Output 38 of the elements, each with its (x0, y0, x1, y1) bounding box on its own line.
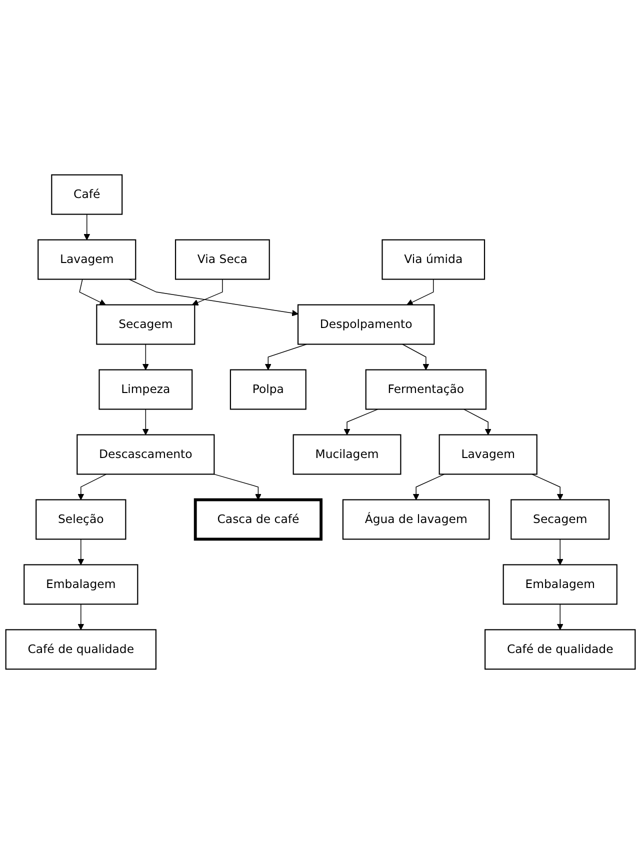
node-box: Casca de café (194, 498, 323, 541)
arrow (128, 278, 298, 316)
node-box: Café de qualidade (5, 629, 156, 670)
arrow (84, 214, 90, 240)
node-box: Via Seca (174, 239, 270, 280)
node-box: Despolpamento (297, 304, 435, 345)
node-box: Embalagem (502, 564, 618, 605)
node-box: Lavagem (438, 434, 538, 475)
arrow (463, 408, 492, 436)
node-box: Seleção (36, 499, 126, 540)
arrow (79, 278, 106, 306)
node-box: Via úmida (382, 239, 486, 280)
arrow (406, 278, 434, 306)
arrow (531, 474, 564, 500)
node-box: Mucilagem (292, 434, 402, 475)
arrow (556, 604, 564, 630)
node-box: Descascamento (76, 434, 215, 475)
arrow (78, 538, 84, 566)
node-box: Café de qualidade (484, 629, 636, 670)
node-box: Limpeza (98, 369, 193, 410)
arrow (78, 474, 107, 500)
arrow (556, 538, 564, 566)
arrow (412, 474, 445, 500)
arrow (214, 474, 262, 500)
arrow (402, 344, 430, 370)
node-box: Água de lavagem (342, 499, 490, 540)
arrow (344, 408, 378, 436)
node-box: Polpa (230, 369, 306, 410)
node-box: Lavagem (38, 239, 136, 280)
arrow (142, 408, 149, 436)
node-box: Secagem (510, 499, 610, 540)
node-box: Café (51, 174, 123, 215)
arrow (142, 344, 149, 370)
node-box: Embalagem (24, 564, 138, 605)
arrow (192, 278, 223, 306)
arrow (78, 604, 84, 630)
node-box: Secagem (96, 304, 196, 345)
node-box: Fermentação (365, 369, 487, 410)
